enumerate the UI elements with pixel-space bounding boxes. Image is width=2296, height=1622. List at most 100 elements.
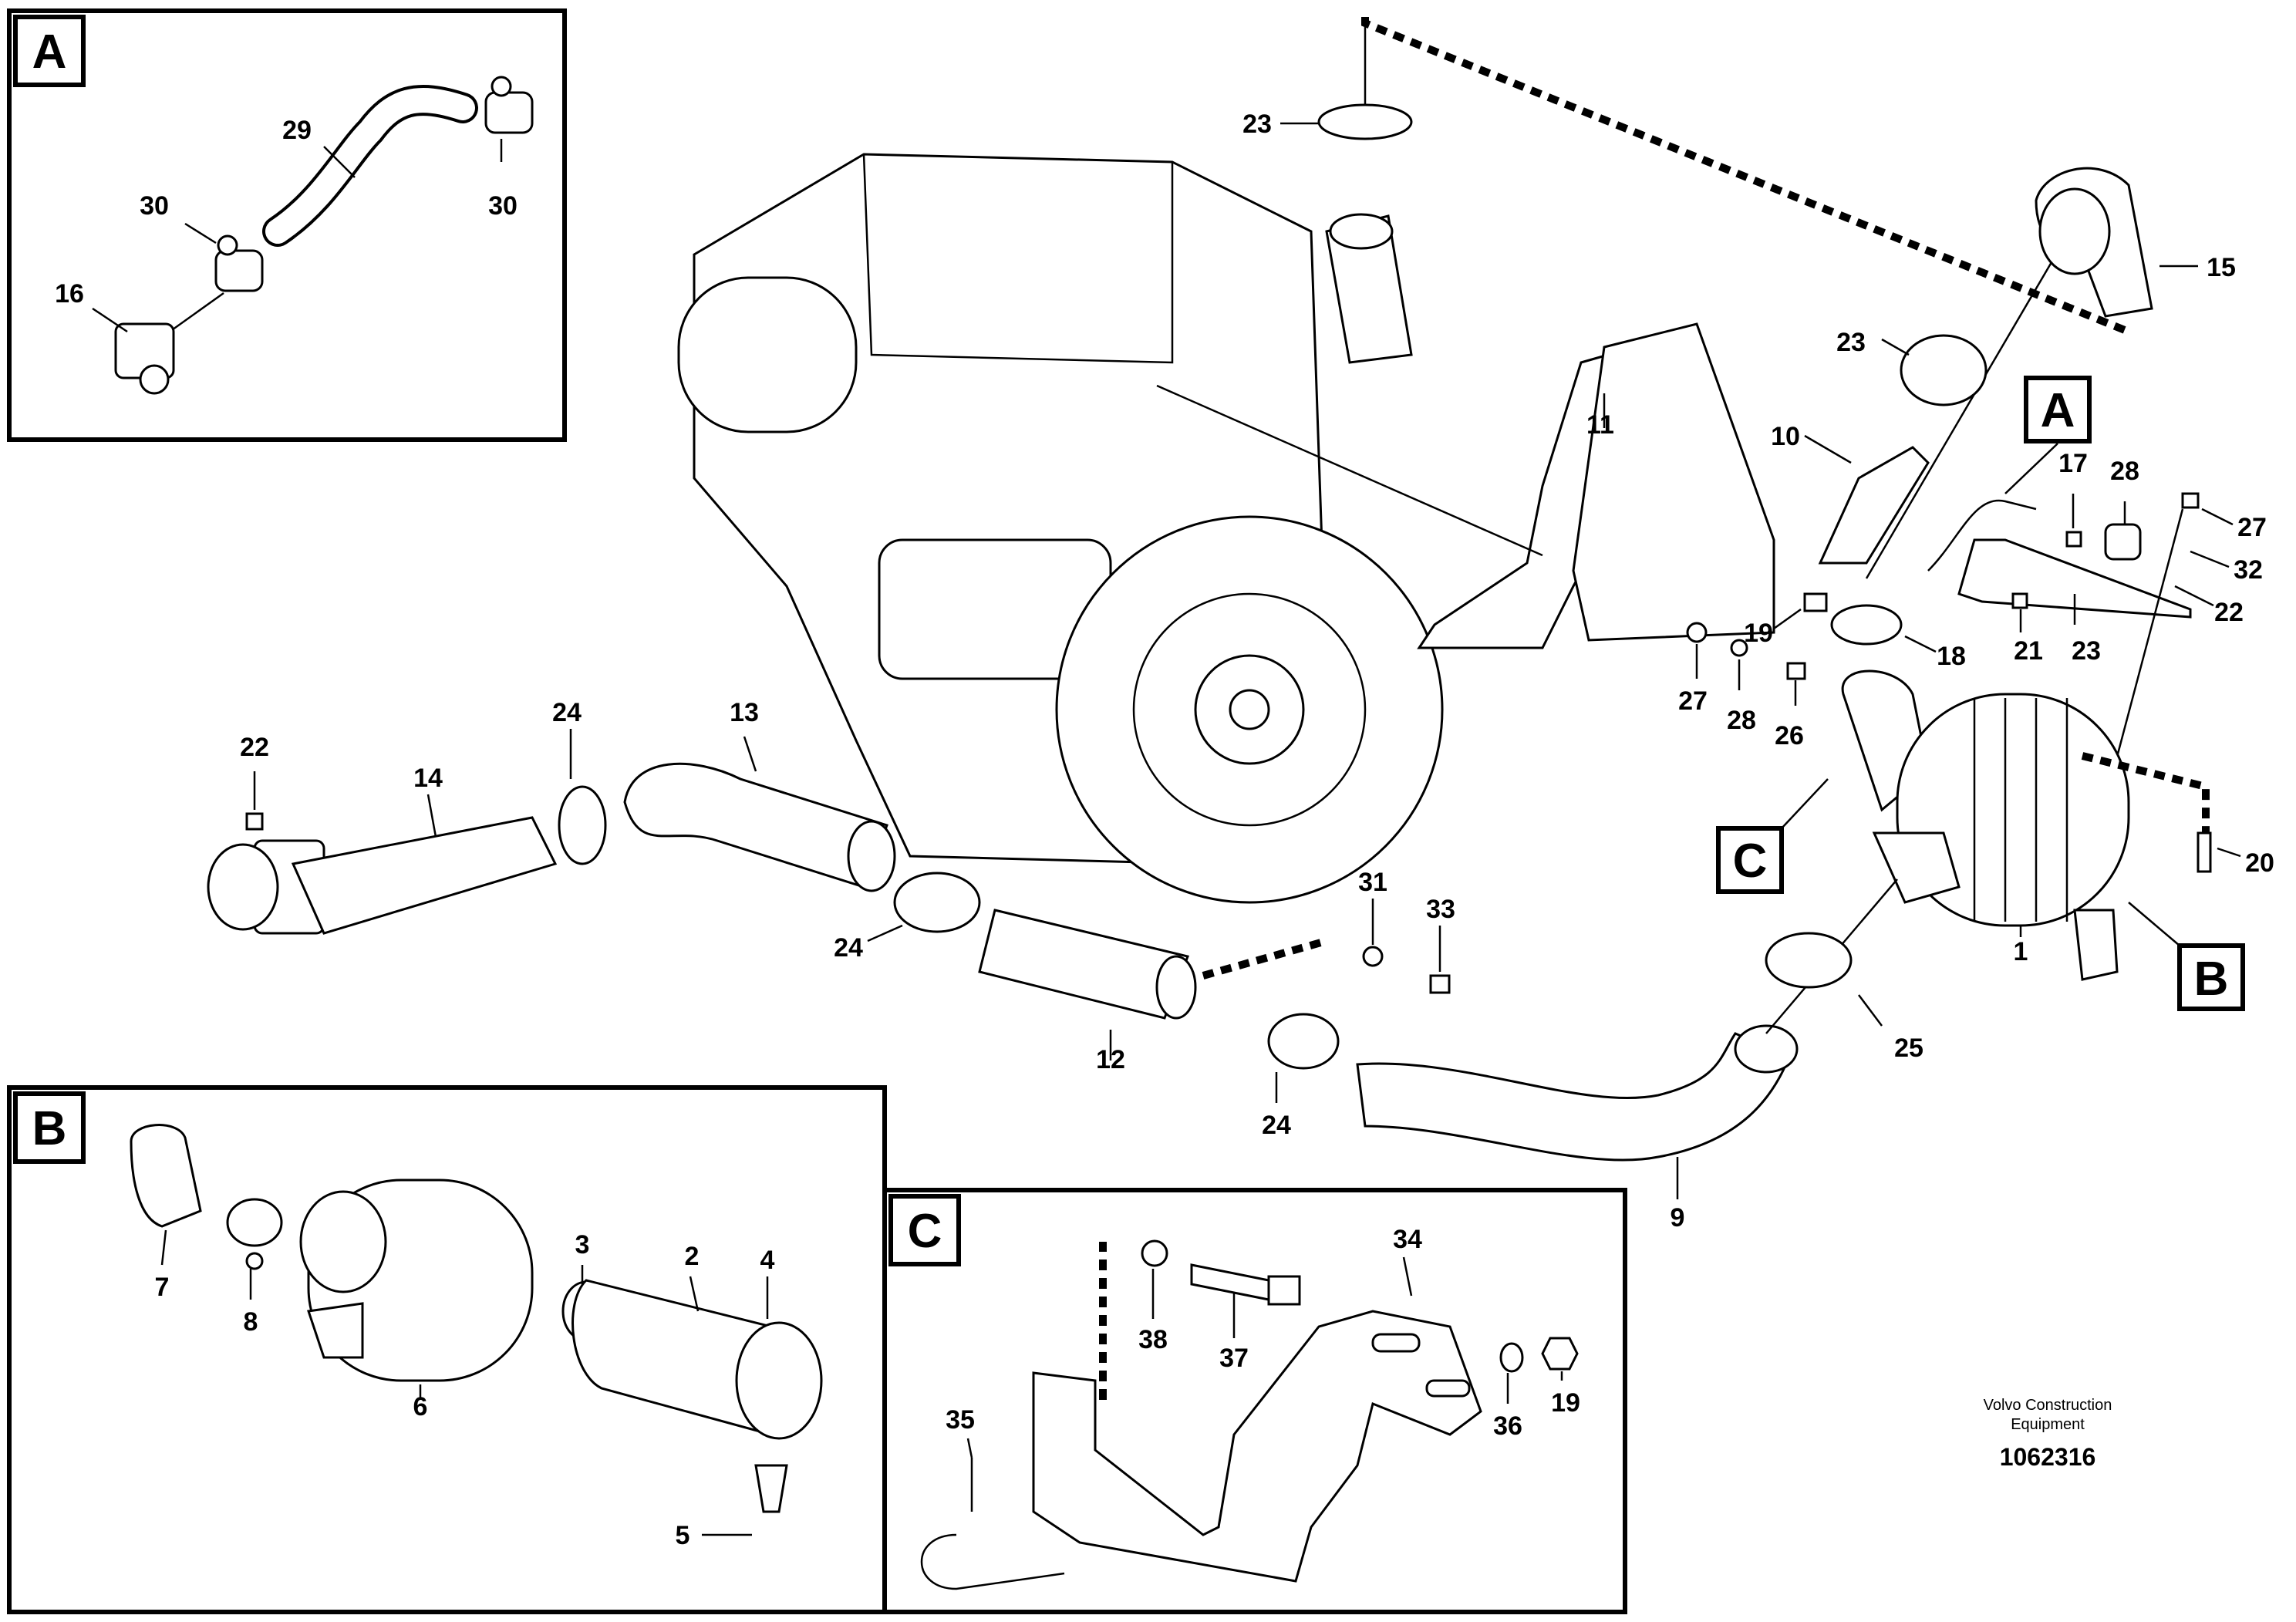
callout-26: 26 [1775,721,1804,750]
filter-6-outlet [307,1302,364,1359]
ref-box-b [2177,943,2245,1011]
element-2 [571,1279,773,1436]
callout-19-top: 27 [2237,513,2267,542]
callout-38: 38 [1138,1325,1168,1354]
engine-outlet-port [1329,213,1394,250]
callout-28-top: 32 [2234,555,2263,585]
callout-11: 10 [1771,422,1800,451]
part-18 [2104,523,2142,561]
washer-28-low [1730,639,1748,657]
panel-a-frame [7,8,567,442]
washer-31 [1362,946,1384,967]
callout-22-right: 21 [2014,636,2043,666]
dashed-connection-12 [1202,937,1328,980]
fitting-30-left-nut [217,234,238,256]
leader-28-top [2190,550,2230,568]
guide-engine-to-bracket [1156,384,1543,557]
leader-16 [92,307,128,333]
pipe-13 [623,762,888,889]
callout-8: 8 [244,1307,258,1337]
clamp-25 [1765,932,1853,989]
pipe-14 [291,816,558,935]
leader-ref-b [2128,902,2180,946]
callout-12: 12 [1096,1045,1125,1074]
washer-36 [1499,1342,1524,1373]
panel-c-letter: C [908,1205,942,1258]
callout-25: 25 [1894,1034,1923,1063]
dashed-connection-filter [2081,752,2210,833]
callout-4: 4 [760,1246,775,1275]
part-16-port [139,364,170,395]
hose-29 [265,88,475,244]
ref-box-b-letter: B [2194,953,2229,1006]
hose-9 [1356,1032,1791,1162]
panel-b-label-box [13,1091,86,1164]
nut-19 [1541,1337,1579,1371]
fitting-30-right-nut [491,76,512,97]
panel-a: A 29 30 30 16 [7,8,567,442]
bracket-34-slot-right [1425,1379,1471,1398]
callout-16: 16 [55,279,84,309]
callout-34: 34 [1393,1225,1422,1254]
callout-3: 3 [575,1230,590,1259]
pipe-13-end [847,820,896,892]
callout-1: 1 [2014,937,2028,966]
clamp-23-mid [1900,334,1988,406]
leader-7 [160,1229,167,1266]
engine-head [862,153,1174,364]
company-line-2: Equipment [2011,1416,2085,1433]
panel-c: C 34 38 37 36 19 35 [882,1188,1627,1614]
callout-2: 2 [685,1242,700,1271]
part-16-stem [169,292,224,333]
ref-box-c-letter: C [1733,835,1768,888]
panel-c-frame [882,1188,1627,1614]
callout-5: 5 [676,1521,690,1550]
bolt-19-top [2181,492,2200,509]
callout-22-left: 22 [240,733,269,762]
panel-c-label-box [888,1194,961,1266]
filter-drain-valve [2073,909,2119,981]
clamp-24-mid [893,872,981,933]
filter-ribs [1973,698,2068,922]
pipe-12-end [1155,955,1197,1020]
leader-23-low [1904,635,1937,653]
callout-23-low: 18 [1937,642,1966,671]
callout-30-right: 30 [488,191,518,221]
callout-23-mid: 23 [1836,328,1866,357]
bolt-17 [2065,531,2082,548]
leader-11 [1804,434,1852,464]
hose-9-end [1734,1024,1799,1074]
filter-6-inlet [299,1190,387,1293]
callout-17: 17 [2058,449,2088,478]
bolt-22-left [245,812,264,831]
leader-27-top [2174,585,2214,607]
callout-32: 23 [2072,636,2101,666]
callout-10: 11 [1586,410,1614,440]
leader-14 [426,794,437,838]
clamp-8 [226,1198,283,1247]
sensor-hose [1927,499,2037,572]
leader-20 [2217,847,2241,858]
leader-23-mid [1881,338,1910,356]
callout-6: 6 [413,1392,428,1421]
callout-9: 9 [1671,1203,1685,1233]
callout-20: 20 [2245,848,2274,878]
callout-29: 29 [282,116,312,145]
dashed-connection-top [1361,17,2130,336]
callout-27-top: 22 [2214,598,2244,627]
panel-b-letter: B [32,1102,67,1155]
callout-33: 33 [1426,895,1455,924]
leader-35 [966,1438,973,1458]
ref-box-c [1716,826,1784,894]
fitting-30-right [484,91,534,134]
callout-31: 31 [1358,868,1387,897]
callout-37: 37 [1219,1344,1249,1373]
leader-2 [689,1276,700,1312]
u-bolt-35 [920,1458,1065,1590]
clamp-24-right [1267,1013,1340,1070]
document-number: 1062316 [2000,1443,2096,1471]
callout-35: 35 [946,1405,975,1435]
leader-13 [743,736,757,772]
elbow-7 [130,1124,202,1228]
